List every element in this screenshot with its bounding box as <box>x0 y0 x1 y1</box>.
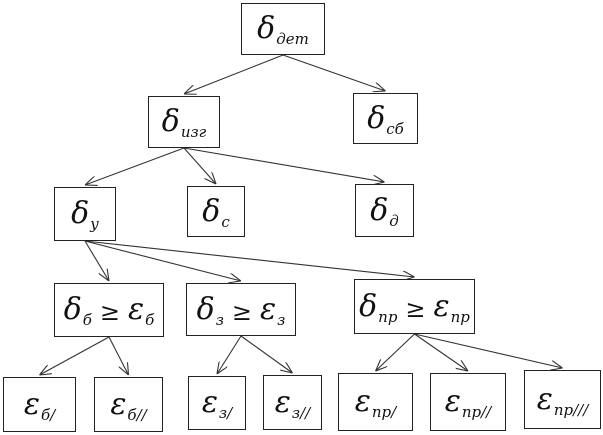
inequality-right-subscript: б <box>145 311 155 329</box>
inequality-right: ε <box>433 288 450 324</box>
node-subscript: дет <box>276 30 309 48</box>
inequality-right: ε <box>128 292 145 327</box>
edge-pr_ineq-to-epr2 <box>414 333 469 371</box>
node-subscript: у <box>90 215 99 233</box>
node-symbol: ε <box>536 381 553 417</box>
node-symbol: ε <box>23 386 40 422</box>
edge-z_ineq-to-ez1 <box>217 335 242 374</box>
edge-y-to-pr_ineq <box>84 240 415 277</box>
node-symbol: δ <box>71 196 90 231</box>
inequality-left-subscript: пр <box>378 307 398 326</box>
node-subscript: з// <box>291 403 311 422</box>
edge-b_ineq-to-eb2 <box>108 336 129 375</box>
node-symbol: ε <box>201 385 218 420</box>
node-subscript: з/ <box>218 404 233 422</box>
node-symbol: δ <box>370 192 389 228</box>
node-symbol: δ <box>257 11 276 46</box>
edge-b_ineq-to-eb1 <box>40 336 110 375</box>
edge-izg-to-c <box>183 147 216 184</box>
node-subscript: пр/ <box>371 403 397 421</box>
edge-y-to-b_ineq <box>84 240 109 281</box>
inequality-left-subscript: з <box>215 310 224 329</box>
inequality-operator: ≥ <box>99 298 121 326</box>
node-symbol: ε <box>110 386 127 422</box>
inequality-operator: ≥ <box>231 297 253 326</box>
inequality-operator: ≥ <box>405 294 426 323</box>
inequality-left: δ <box>63 292 82 327</box>
edge-det-to-sb <box>282 54 386 91</box>
node-symbol: ε <box>444 384 461 419</box>
inequality-left: δ <box>359 288 378 324</box>
edge-pr_ineq-to-epr1 <box>376 333 415 371</box>
node-subscript: с <box>221 212 230 231</box>
inequality-right-subscript: з <box>277 310 286 329</box>
node-symbol: δ <box>202 193 221 229</box>
edge-izg-to-y <box>85 147 185 185</box>
edge-pr_ineq-to-epr3 <box>414 333 563 368</box>
node-subscript: б// <box>127 405 147 424</box>
node-subscript: б/ <box>40 405 56 424</box>
inequality-left-subscript: б <box>82 311 92 329</box>
node-symbol: ε <box>354 384 371 419</box>
inequality-right-subscript: пр <box>450 307 470 326</box>
node-subscript: пр// <box>461 403 492 421</box>
node-subscript: пр/// <box>553 400 589 419</box>
edge-izg-to-d <box>183 147 385 182</box>
inequality-left: δ <box>196 291 215 327</box>
node-subscript: изг <box>180 123 207 141</box>
node-subscript: д <box>389 211 399 230</box>
edge-z_ineq-to-ez2 <box>240 335 293 373</box>
edge-y-to-z_ineq <box>84 240 241 281</box>
node-symbol: ε <box>274 384 291 420</box>
node-symbol: δ <box>367 100 386 136</box>
inequality-right: ε <box>260 291 277 327</box>
node-subscript: сб <box>386 119 404 138</box>
edge-det-to-izg <box>184 54 284 94</box>
node-symbol: δ <box>161 104 180 139</box>
